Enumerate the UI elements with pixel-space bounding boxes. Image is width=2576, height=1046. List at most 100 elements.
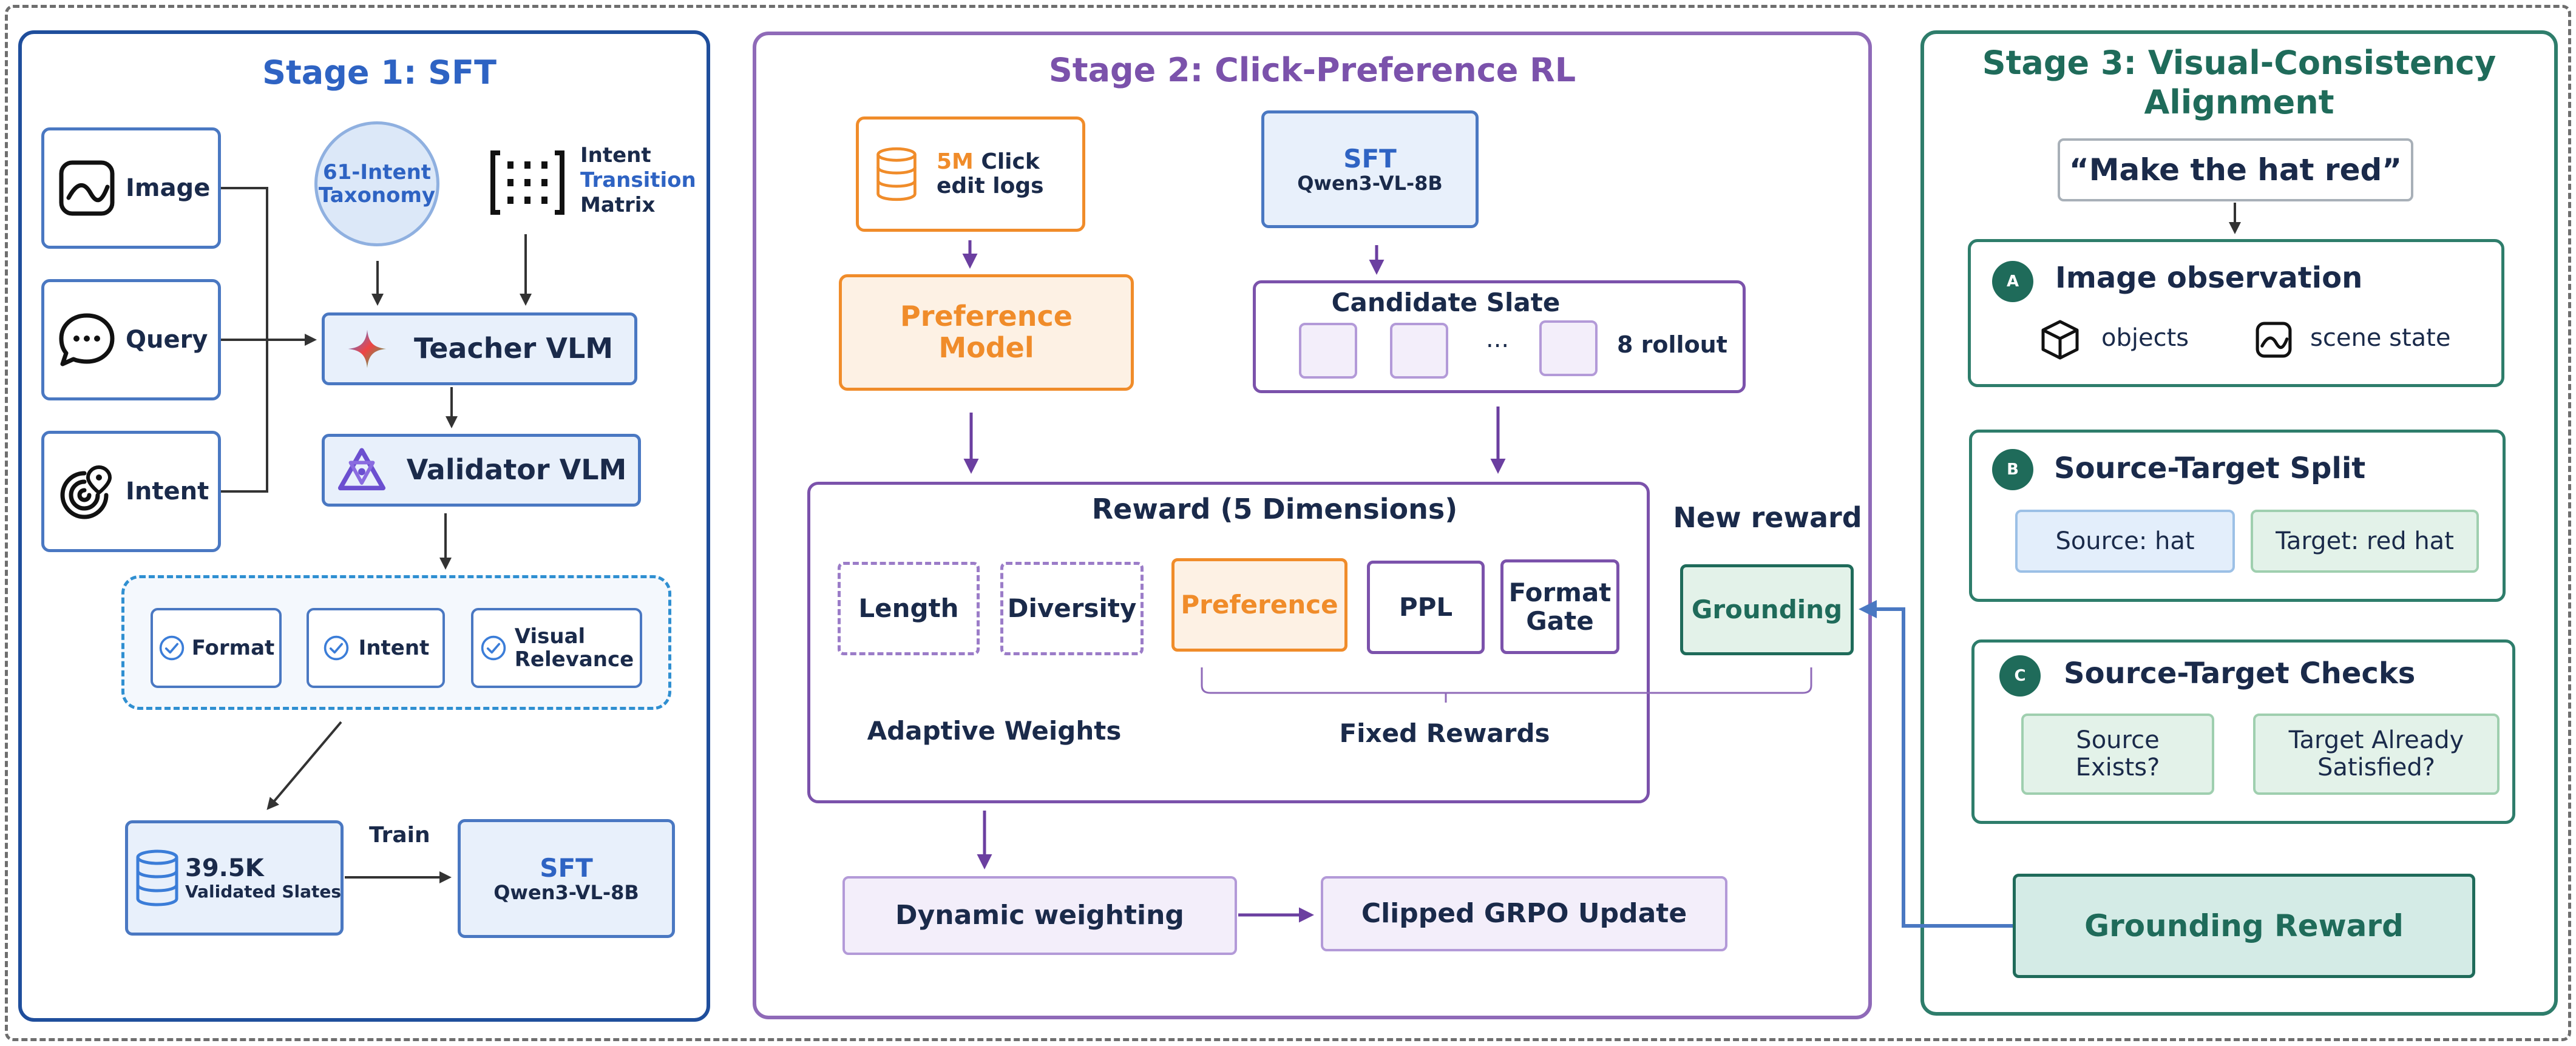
reward-format-gate-line2: Gate — [1526, 606, 1594, 636]
cube-icon — [2038, 318, 2082, 362]
slate-card — [1299, 323, 1357, 379]
source-exists-box: Source Exists? — [2021, 714, 2214, 795]
section-b-title: Source-Target Split — [2054, 451, 2366, 485]
grpo-update-box: Clipped GRPO Update — [1321, 876, 1727, 951]
reward-ppl-label: PPL — [1398, 592, 1453, 623]
slates-count: 39.5K — [185, 854, 264, 882]
target-satisfied-line1: Target Already — [2288, 726, 2464, 755]
input-query-label: Query — [126, 325, 208, 354]
logs-line2: edit logs — [937, 174, 1044, 198]
taxonomy-line2: Taxonomy — [318, 183, 436, 208]
reward-ppl-box: PPL — [1367, 561, 1485, 654]
check-circle-icon — [159, 635, 184, 661]
input-image-box: Image — [41, 127, 221, 249]
stage1-sft-model: Qwen3-VL-8B — [493, 880, 639, 904]
logs-highlight: 5M — [937, 149, 974, 174]
matrix-line3: Matrix — [580, 192, 656, 217]
logs-line1-rest: Click — [973, 149, 1040, 174]
reward-format-gate-box: Format Gate — [1500, 559, 1619, 654]
target-pin-icon — [60, 465, 112, 519]
slate-ellipsis: ... — [1486, 325, 1510, 353]
slate-card — [1390, 323, 1448, 379]
input-intent-box: Intent — [41, 431, 221, 552]
chat-bubble-icon — [59, 313, 115, 366]
slates-label: Validated Slates — [185, 881, 342, 902]
teacher-vlm-label: Teacher VLM — [413, 332, 614, 365]
stage2-sft-title: SFT — [1343, 143, 1397, 174]
reward-diversity-box: Diversity — [1000, 562, 1144, 655]
prompt-text: “Make the hat red” — [2069, 152, 2402, 187]
section-a-badge: A — [1992, 261, 2033, 302]
stage3-title-line1: Stage 3: Visual-Consistency — [1982, 44, 2496, 82]
click-logs-box: 5M Click edit logs — [856, 116, 1085, 232]
train-label: Train — [369, 823, 430, 848]
source-label: Source: hat — [2055, 527, 2195, 555]
validated-slates-box: 39.5K Validated Slates — [125, 820, 344, 936]
stage1-sft-title: SFT — [540, 852, 593, 883]
check-circle-icon — [324, 635, 348, 661]
section-a-title: Image observation — [2055, 261, 2363, 295]
reward-preference-label: Preference — [1181, 590, 1338, 620]
source-exists-line1: Source — [2076, 726, 2160, 755]
scene-state-icon — [2254, 320, 2293, 359]
stage1-sft-box: SFT Qwen3-VL-8B — [458, 819, 675, 938]
reward-length-box: Length — [838, 562, 980, 655]
slate-card — [1539, 320, 1598, 376]
validator-vlm-label: Validator VLM — [406, 453, 627, 487]
matrix-line1: Intent — [580, 143, 651, 167]
image-icon — [59, 160, 115, 216]
reward-preference-box: Preference — [1171, 558, 1347, 652]
grounding-reward-box: Grounding Reward — [2013, 874, 2475, 978]
grounding-reward-label: Grounding Reward — [2084, 908, 2404, 943]
rollout-label: 8 rollout — [1617, 331, 1727, 358]
outer-frame — [5, 5, 2571, 1041]
matrix-icon — [489, 149, 566, 216]
input-image-label: Image — [126, 174, 211, 202]
source-exists-line2: Exists? — [2075, 754, 2160, 781]
gemini-star-icon — [348, 329, 387, 368]
source-box: Source: hat — [2015, 510, 2235, 573]
preference-model-line1: Preference — [900, 300, 1073, 333]
adaptive-weights-label: Adaptive Weights — [867, 716, 1122, 746]
grpo-update-label: Clipped GRPO Update — [1361, 898, 1687, 930]
check-circle-icon — [481, 635, 506, 661]
check-visual-relevance-box: Visual Relevance — [471, 608, 642, 688]
section-b-badge: B — [1992, 449, 2033, 490]
stage1-title: Stage 1: SFT — [262, 53, 497, 92]
prompt-box: “Make the hat red” — [2058, 138, 2413, 201]
validator-vlm-box: Validator VLM — [322, 434, 641, 507]
database-icon — [876, 147, 917, 201]
stage1-panel — [18, 30, 710, 1022]
reward-title: Reward (5 Dimensions) — [1091, 493, 1458, 525]
reward-format-gate-line1: Format — [1508, 577, 1612, 607]
database-icon — [136, 849, 178, 906]
stage3-title-line2: Alignment — [2144, 83, 2334, 121]
target-satisfied-line2: Satisfied? — [2317, 754, 2435, 781]
section-c-badge: C — [1999, 655, 2041, 697]
new-reward-label: New reward — [1673, 501, 1862, 534]
matrix-label: Intent Transition Matrix — [580, 143, 702, 228]
section-c-title: Source-Target Checks — [2064, 656, 2416, 690]
reward-length-label: Length — [858, 593, 959, 624]
check-visual-line1: Visual — [514, 624, 586, 649]
check-format-label: Format — [191, 635, 275, 660]
target-label: Target: red hat — [2276, 527, 2454, 555]
stage3-panel — [1920, 30, 2558, 1016]
input-query-box: Query — [41, 279, 221, 400]
validator-logo-icon — [337, 448, 385, 491]
check-format-box: Format — [151, 608, 282, 688]
fixed-rewards-label: Fixed Rewards — [1339, 718, 1550, 748]
section-a-item1: objects — [2101, 324, 2189, 352]
grounding-box: Grounding — [1680, 564, 1854, 655]
candidate-slate-title: Candidate Slate — [1331, 288, 1561, 317]
stage2-sft-model: Qwen3-VL-8B — [1297, 171, 1443, 195]
check-visual-line2: Relevance — [514, 647, 634, 672]
preference-model-box: Preference Model — [839, 274, 1134, 391]
reward-diversity-label: Diversity — [1007, 593, 1137, 624]
taxonomy-line1: 61-Intent — [322, 160, 432, 184]
stage2-sft-box: SFT Qwen3-VL-8B — [1261, 110, 1479, 228]
dynamic-weighting-label: Dynamic weighting — [895, 900, 1184, 931]
section-a-box — [1968, 239, 2504, 387]
input-intent-label: Intent — [126, 477, 209, 505]
